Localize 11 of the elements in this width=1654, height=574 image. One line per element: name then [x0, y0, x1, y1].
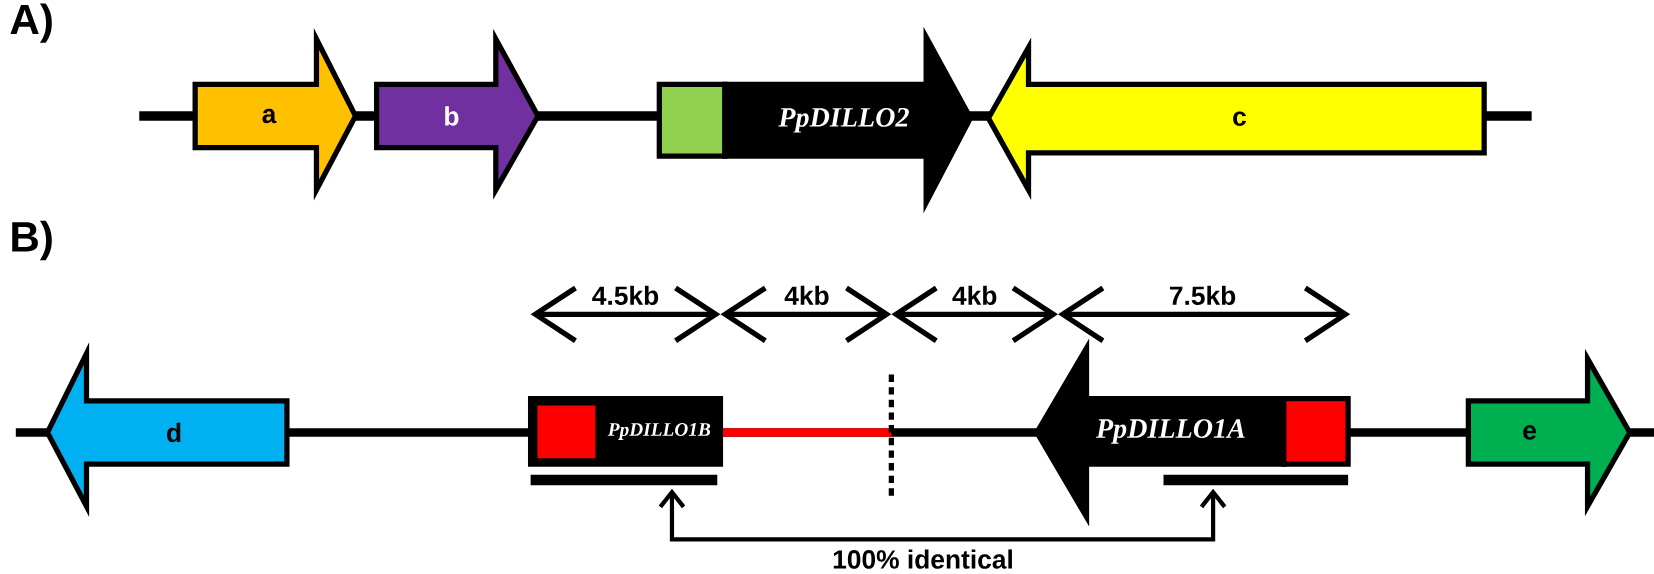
edge-label: 100% identical [830, 547, 1016, 571]
panel-label: A) [10, 3, 52, 43]
bar [530, 474, 718, 486]
connector [658, 488, 1227, 542]
gene-box: PpDILLO1B [528, 396, 724, 467]
dimension-label: 7.5kb [1170, 285, 1236, 306]
dimension-label: 4.5kb [592, 285, 659, 306]
dimension-label: 4kb [784, 285, 829, 306]
bar [1163, 474, 1349, 486]
panel-label: B) [12, 220, 52, 261]
dimension-label: 4kb [952, 285, 997, 306]
